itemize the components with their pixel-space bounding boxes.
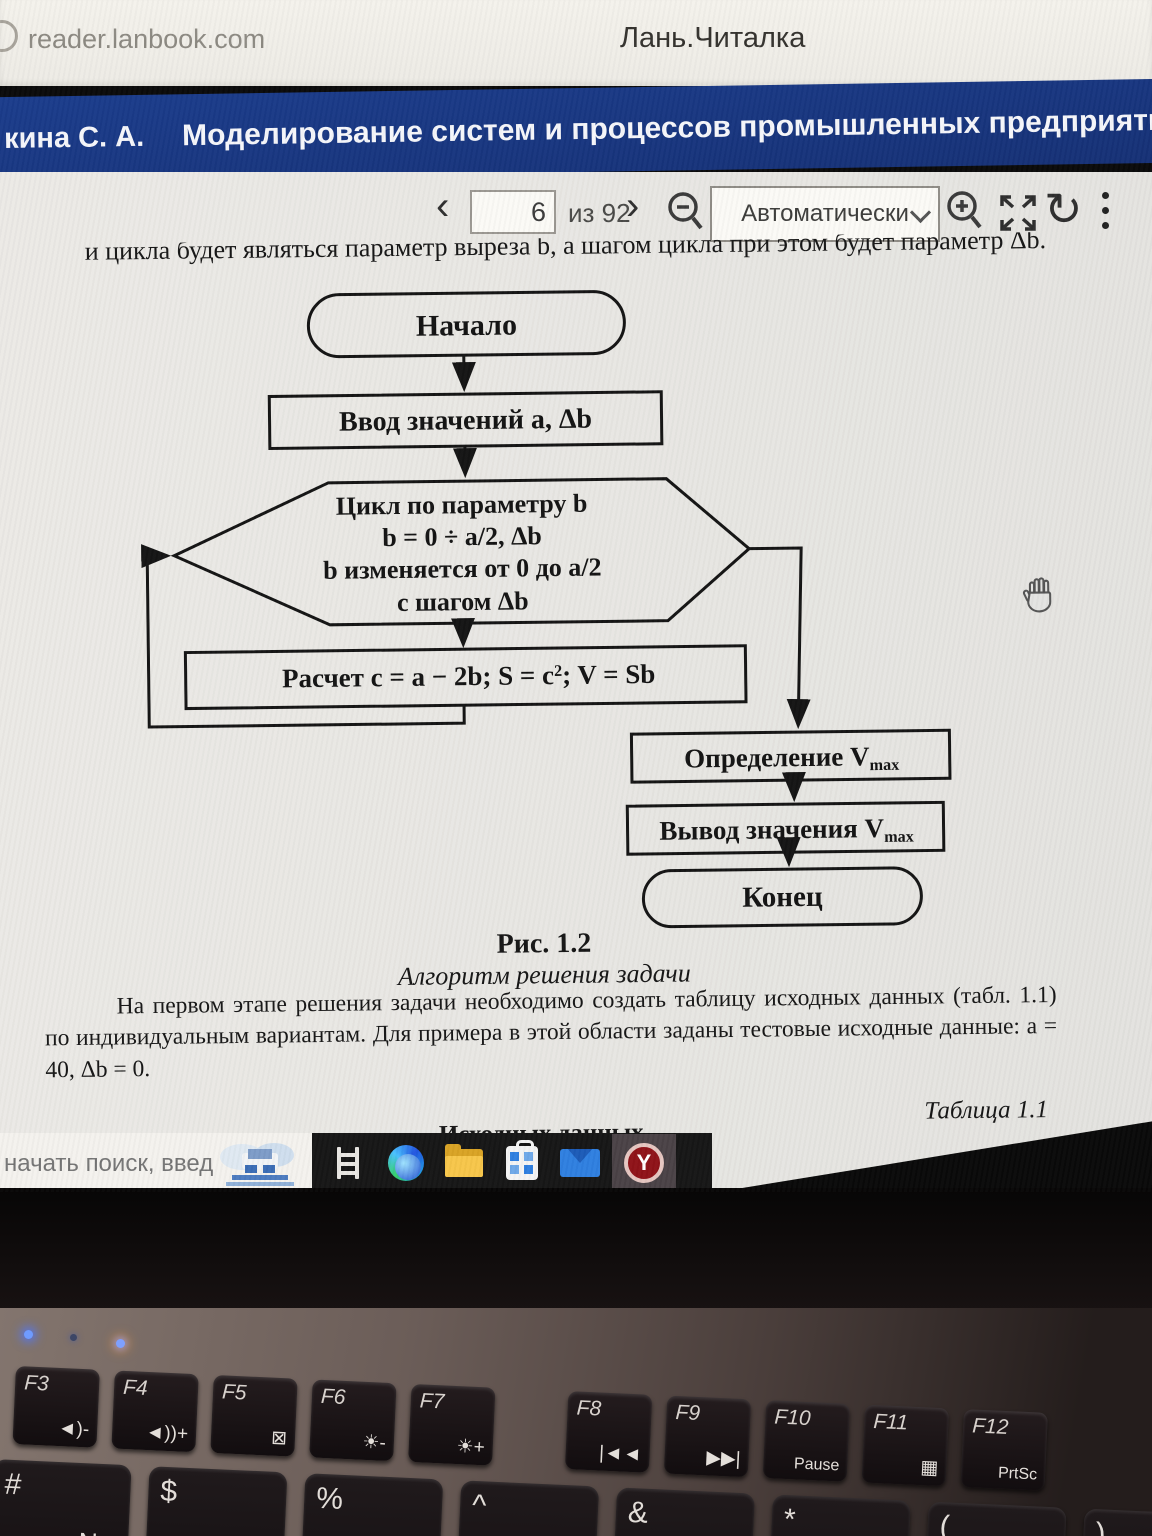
print-screen-label: PrtSc bbox=[997, 1464, 1038, 1484]
zoom-mode-value: Автоматически bbox=[741, 200, 909, 227]
key-5: %5 bbox=[297, 1473, 444, 1536]
more-menu-icon[interactable] bbox=[1102, 192, 1110, 237]
yandex-browser-icon[interactable]: Y bbox=[612, 1134, 676, 1192]
key-f7: F7☀+ bbox=[408, 1383, 496, 1466]
brightness-down-icon: ☀- bbox=[362, 1431, 387, 1454]
weather-widget-icon[interactable] bbox=[212, 1135, 308, 1191]
taskbar-search[interactable] bbox=[0, 1133, 312, 1193]
file-explorer-icon[interactable] bbox=[442, 1135, 486, 1191]
key-7: &?7 bbox=[609, 1487, 755, 1536]
windows-taskbar: Y bbox=[0, 1133, 712, 1193]
zoom-in-icon[interactable] bbox=[944, 188, 986, 234]
key-f3: F3◄)- bbox=[12, 1366, 100, 1448]
fullscreen-icon[interactable] bbox=[996, 192, 1040, 234]
key-9: (9 bbox=[921, 1501, 1067, 1536]
page-total-label: из 92 bbox=[568, 198, 631, 228]
node-output-label: Вывод значения Vmax bbox=[659, 813, 914, 846]
key-4: $;4 bbox=[141, 1466, 288, 1536]
node-start-label: Начало bbox=[415, 308, 518, 343]
key-6: ^:6 bbox=[453, 1480, 600, 1536]
edge-browser-icon[interactable] bbox=[384, 1135, 428, 1191]
prev-track-icon: |◄◄ bbox=[598, 1442, 643, 1466]
browser-bar: reader.lanbook.com Лань.Читалка bbox=[0, 0, 1152, 86]
node-end-label: Конец bbox=[742, 880, 823, 914]
touchpad-toggle-icon: ⊠ bbox=[270, 1427, 288, 1450]
pause-label: Pause bbox=[793, 1455, 840, 1475]
keyboard: F3◄)- F4◄))+ F5⊠ F6☀- F7☀+ F8|◄◄ F9▶▶| F… bbox=[0, 1366, 1152, 1536]
tab-title: Лань.Читалка bbox=[620, 22, 806, 54]
mail-icon[interactable] bbox=[558, 1135, 602, 1191]
keyboard-deck: F3◄)- F4◄))+ F5⊠ F6☀- F7☀+ F8|◄◄ F9▶▶| F… bbox=[0, 1308, 1152, 1536]
zoom-mode-select[interactable]: Автоматически bbox=[710, 186, 940, 242]
volume-down-icon: ◄)- bbox=[57, 1417, 90, 1441]
node-input-label: Ввод значений a, Δb bbox=[338, 403, 593, 438]
rotate-icon[interactable]: ↻ bbox=[1044, 183, 1083, 235]
subscript: max bbox=[884, 827, 914, 846]
flowchart-figure bbox=[141, 290, 923, 929]
key-3: #№3 bbox=[0, 1459, 132, 1536]
node-calc-shape bbox=[183, 644, 748, 711]
figure-caption: Рис. 1.2 bbox=[496, 927, 592, 960]
subscript: max bbox=[869, 755, 900, 775]
node-max-label: Определение Vmax bbox=[684, 741, 900, 775]
key-f4: F4◄))+ bbox=[111, 1370, 199, 1453]
key-f11: F11▦ bbox=[861, 1404, 950, 1487]
charge-led bbox=[116, 1339, 125, 1348]
body-paragraph: На первом этапе решения задачи необходим… bbox=[44, 981, 1058, 1083]
node-loop-line2: b = 0 ÷ a/2, Δb bbox=[382, 521, 542, 553]
brightness-up-icon: ☀+ bbox=[456, 1436, 486, 1459]
node-loop-line3: b изменяется от 0 до a/2 bbox=[323, 552, 602, 585]
key-8: *8 bbox=[765, 1494, 911, 1536]
page-number-input[interactable] bbox=[470, 190, 556, 234]
status-led bbox=[70, 1334, 77, 1341]
task-view-icon[interactable] bbox=[326, 1135, 370, 1191]
prev-page-button[interactable]: ‹ bbox=[436, 184, 450, 228]
laptop-bezel bbox=[0, 1188, 1152, 1312]
hand-cursor-icon bbox=[1022, 577, 1052, 613]
node-loop-line4: с шагом Δb bbox=[396, 586, 529, 617]
reader-page bbox=[0, 172, 1152, 1192]
zoom-out-icon[interactable] bbox=[666, 190, 706, 234]
key-f8: F8|◄◄ bbox=[564, 1391, 653, 1473]
key-f9: F9▶▶| bbox=[663, 1395, 752, 1478]
node-loop-line1: Цикл по параметру b bbox=[335, 488, 588, 521]
store-icon[interactable] bbox=[500, 1135, 544, 1191]
node-end-shape bbox=[641, 866, 923, 929]
address-url[interactable]: reader.lanbook.com bbox=[28, 24, 266, 54]
next-page-button[interactable]: › bbox=[626, 184, 640, 228]
key-f5: F5⊠ bbox=[210, 1374, 298, 1457]
search-input[interactable] bbox=[2, 1143, 216, 1185]
keyboard-backlight-icon: ▦ bbox=[919, 1457, 939, 1479]
key-0: )0 bbox=[1076, 1508, 1152, 1536]
document-content: и цикла будет являться параметр выреза b… bbox=[44, 231, 1058, 1149]
node-start-shape bbox=[306, 290, 626, 359]
next-track-icon: ▶▶| bbox=[705, 1447, 741, 1470]
power-led bbox=[24, 1330, 33, 1339]
key-f6: F6☀- bbox=[309, 1379, 397, 1462]
table-number-label: Таблица 1.1 bbox=[924, 1096, 1049, 1125]
volume-up-icon: ◄))+ bbox=[145, 1421, 189, 1445]
